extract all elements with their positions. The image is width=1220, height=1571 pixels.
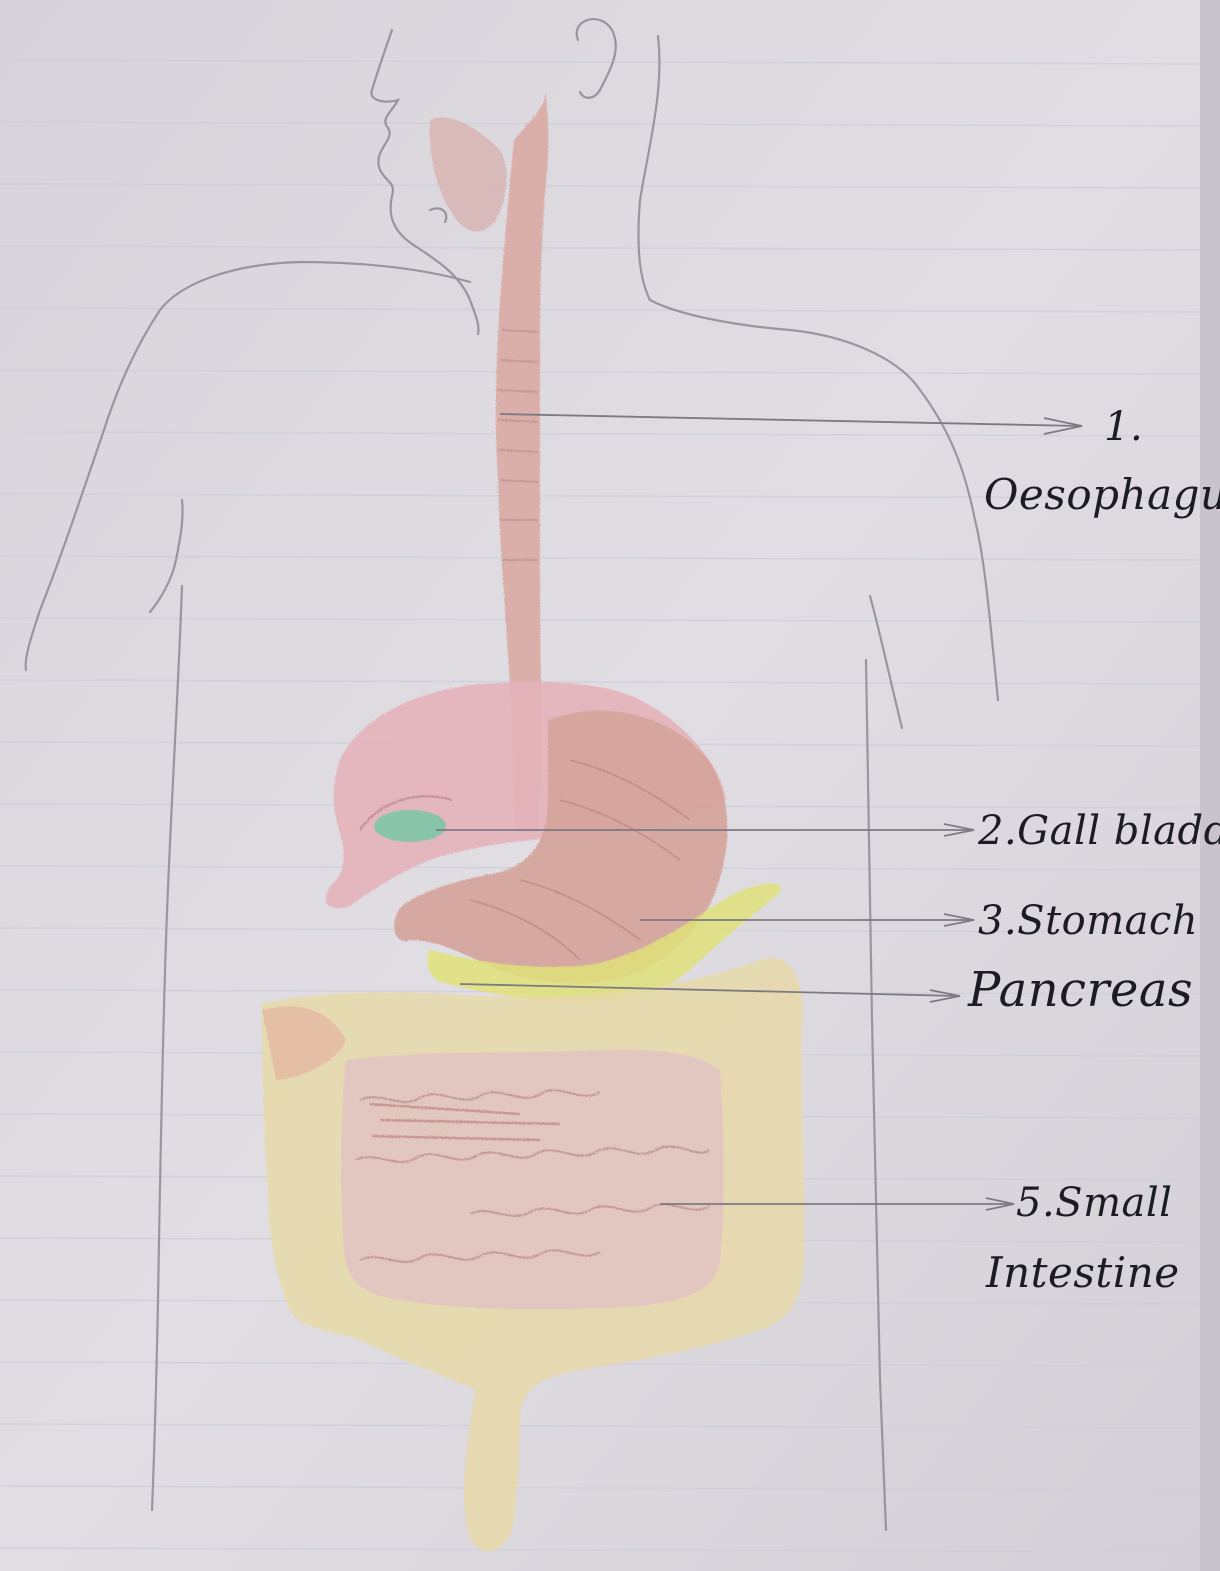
label-gall-bladder: 2.Gall bladder <box>978 808 1220 854</box>
small-intestine <box>341 1050 724 1310</box>
label-small-intestine-line2: Intestine <box>986 1248 1180 1297</box>
label-pancreas: Pancreas <box>968 962 1193 1018</box>
page-edge <box>1200 0 1220 1571</box>
label-oesophagus: Oesophagus <box>984 470 1220 519</box>
label-oesophagus-number: 1. <box>1104 404 1143 450</box>
label-stomach: 3.Stomach <box>978 898 1198 944</box>
gall-bladder <box>374 810 446 842</box>
label-small-intestine-line1: 5.Small <box>1016 1180 1172 1226</box>
